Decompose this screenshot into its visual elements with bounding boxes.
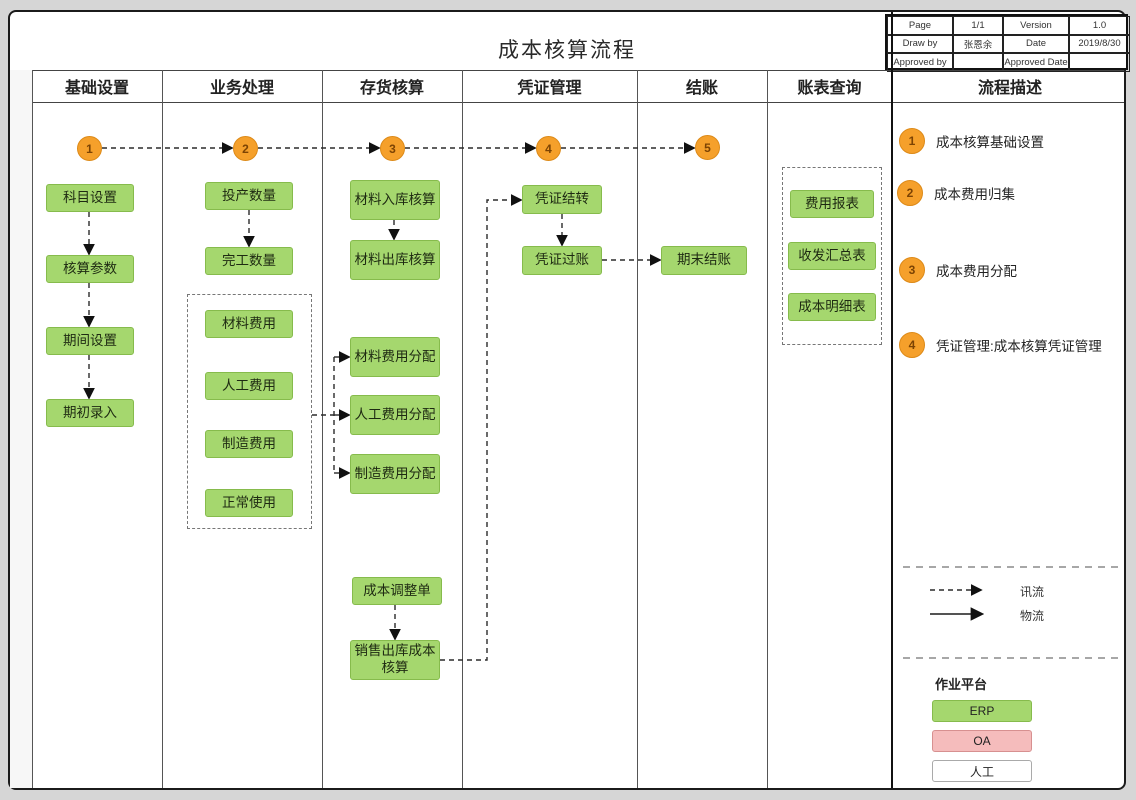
lane-header-description: 流程描述 [977,80,1042,97]
node-accounting-params: 核算参数 [46,255,134,283]
step-circle-5: 5 [695,135,720,160]
info-approveddate-label: Approved Date [1003,53,1069,72]
step-circle-1: 1 [77,136,102,161]
lane-header-reports: 账表查询 [797,80,862,97]
node-period-end-closing: 期末结账 [661,246,747,275]
node-receipt-summary: 收发汇总表 [788,242,876,270]
lane-header-business: 业务处理 [209,80,274,97]
lane-divider [162,70,163,788]
node-subject-setup: 科目设置 [46,184,134,212]
legend-dashed-label: 讯流 [1020,585,1045,599]
step-circle-3: 3 [380,136,405,161]
info-date-value: 2019/8/30 [1069,34,1130,54]
lane-header-closing: 结账 [685,80,718,97]
lane-divider [32,70,33,788]
node-manufacturing-alloc: 制造费用分配 [350,454,440,494]
node-normal-use: 正常使用 [205,489,293,517]
node-cost-adjustment: 成本调整单 [352,577,442,605]
lane-header-voucher: 凭证管理 [517,80,582,97]
info-page-label: Page [887,16,953,35]
node-labor-alloc: 人工费用分配 [350,395,440,435]
description-item-4: 4 凭证管理:成本核算凭证管理 [899,332,1102,358]
description-text-2: 成本费用归集 [934,187,1015,202]
lane-divider [322,70,323,788]
node-labor-cost: 人工费用 [205,372,293,400]
description-text-3: 成本费用分配 [936,264,1017,279]
platform-legend-title: 作业平台 [935,677,988,692]
description-item-2: 2 成本费用归集 [897,180,1015,206]
description-column-border [891,12,893,788]
legend-solid-label: 物流 [1020,609,1045,623]
lane-header-inventory: 存货核算 [359,80,424,97]
platform-erp-badge: ERP [932,700,1032,722]
node-cost-detail: 成本明细表 [788,293,876,321]
lane-header-basic: 基础设置 [64,80,129,97]
node-sales-outbound: 销售出库成本核算 [350,640,440,680]
node-voucher-carryover: 凭证结转 [522,185,602,214]
lane-divider [462,70,463,788]
description-text-1: 成本核算基础设置 [936,135,1044,150]
info-approvedby-value [953,53,1003,72]
node-material-outbound: 材料出库核算 [350,240,440,280]
description-text-4: 凭证管理:成本核算凭证管理 [936,339,1102,354]
flowchart-sheet: 成本核算流程 Page 1/1 Version 1.0 Draw by 张恩余 … [8,10,1130,790]
node-completed-qty: 完工数量 [205,247,293,275]
info-page-value: 1/1 [953,16,1003,35]
step-circle-4: 4 [536,136,561,161]
node-material-cost: 材料费用 [205,310,293,338]
info-approveddate-value [1069,53,1130,72]
info-drawby-label: Draw by [887,34,953,54]
description-item-3: 3 成本费用分配 [899,257,1017,283]
cost-collection-group [187,294,312,529]
description-step-circle-1: 1 [899,128,925,154]
lane-divider [767,70,768,788]
platform-oa-badge: OA [932,730,1032,752]
lane-divider [637,70,638,788]
info-version-label: Version [1003,16,1069,35]
description-item-1: 1 成本核算基础设置 [899,128,1044,154]
node-material-inbound: 材料入库核算 [350,180,440,220]
node-expense-report: 费用报表 [790,190,874,218]
document-info-table: Page 1/1 Version 1.0 Draw by 张恩余 Date 20… [885,14,1130,72]
node-manufacturing-cost: 制造费用 [205,430,293,458]
description-step-circle-3: 3 [899,257,925,283]
info-version-value: 1.0 [1069,16,1130,35]
info-approvedby-label: Approved by [887,53,953,72]
header-bottom-border [32,102,1124,103]
page-title: 成本核算流程 [498,39,636,62]
info-date-label: Date [1003,34,1069,54]
node-material-alloc: 材料费用分配 [350,337,440,377]
node-period-setup: 期间设置 [46,327,134,355]
header-top-border [10,70,1124,71]
info-drawby-value: 张恩余 [953,34,1003,54]
node-voucher-posting: 凭证过账 [522,246,602,275]
node-initial-entry: 期初录入 [46,399,134,427]
description-step-circle-4: 4 [899,332,925,358]
report-group [782,167,882,345]
platform-manual-badge: 人工 [932,760,1032,782]
node-production-qty: 投产数量 [205,182,293,210]
step-circle-2: 2 [233,136,258,161]
description-step-circle-2: 2 [897,180,923,206]
left-margin-strip [10,70,32,788]
